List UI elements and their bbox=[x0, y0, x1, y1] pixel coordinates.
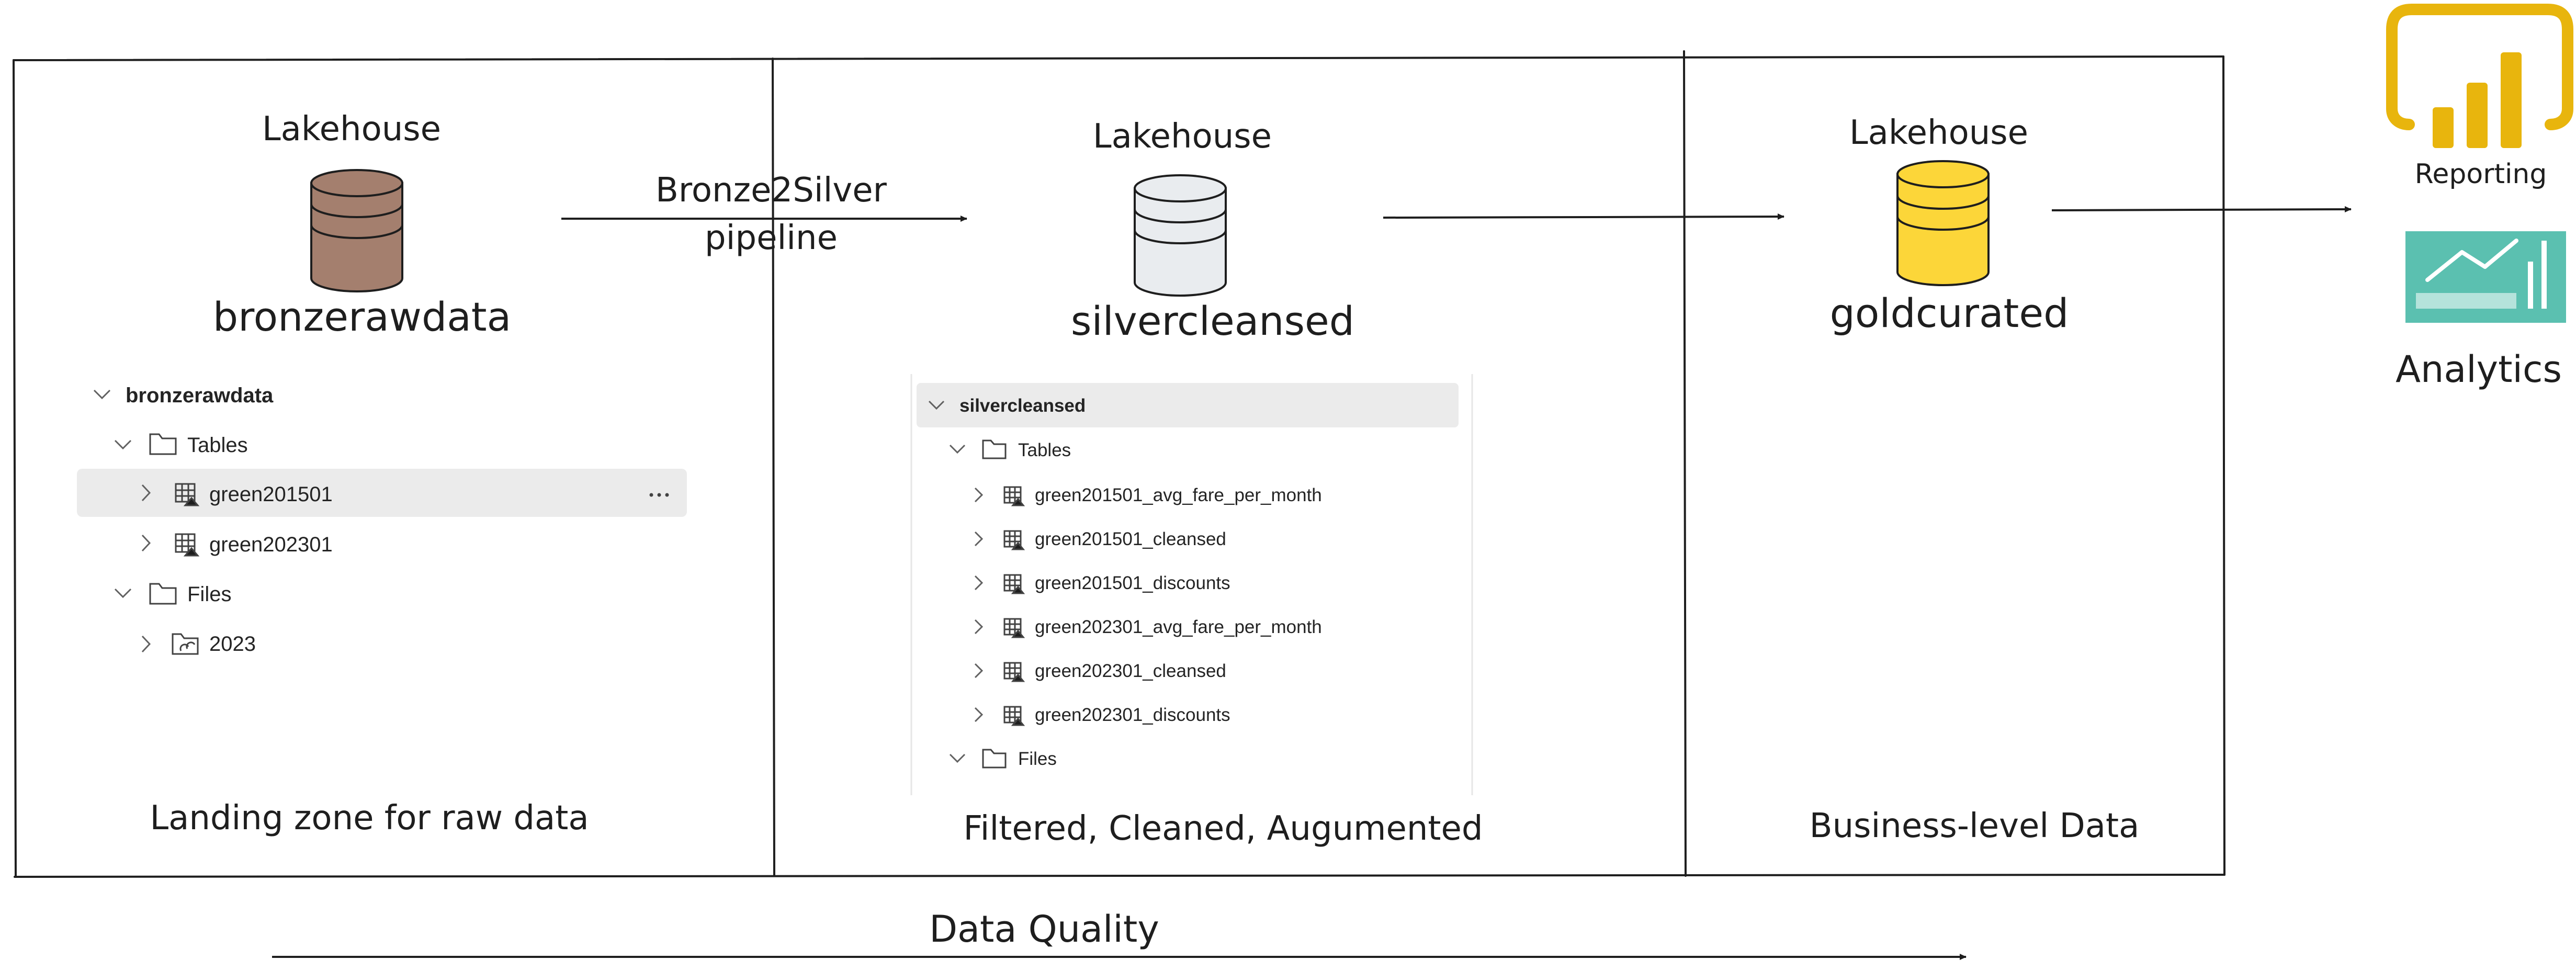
tree-table-green202301-cleansed[interactable]: green202301_cleansed bbox=[974, 661, 1226, 682]
delta-table-icon bbox=[1003, 574, 1025, 594]
tree-table-label: green201501_cleansed bbox=[1035, 529, 1226, 549]
bronze-lakehouse-title: Lakehouse bbox=[262, 110, 441, 149]
more-options-icon[interactable] bbox=[649, 493, 669, 497]
tree-table-label: green201501 bbox=[209, 483, 333, 506]
bronze-explorer-tree: bronzerawdata Tables green201501 bbox=[77, 384, 687, 656]
selected-row-highlight bbox=[917, 383, 1459, 427]
tree-table-green201501[interactable]: green201501 bbox=[77, 469, 687, 517]
tree-folder-tables[interactable]: Tables bbox=[949, 439, 1071, 460]
folder-icon bbox=[982, 439, 1007, 459]
bronze-zone: Lakehouse bronzerawdata bronzerawdata Ta… bbox=[77, 110, 687, 838]
chevron-down-icon bbox=[949, 753, 966, 763]
zones-frame bbox=[13, 50, 2225, 878]
chevron-right-icon bbox=[974, 487, 984, 503]
tree-table-green202301[interactable]: green202301 bbox=[141, 533, 333, 557]
gold-database-icon bbox=[1896, 160, 1990, 286]
delta-table-icon bbox=[1003, 486, 1025, 506]
chevron-right-icon bbox=[974, 619, 984, 635]
shortcut-folder-icon bbox=[172, 633, 199, 655]
tree-folder-label: 2023 bbox=[209, 633, 256, 656]
selected-row-highlight bbox=[77, 469, 687, 517]
silver-gold-divider bbox=[1683, 50, 1687, 877]
tree-root-bronzerawdata[interactable]: bronzerawdata bbox=[93, 384, 274, 407]
delta-table-icon bbox=[1003, 530, 1025, 550]
delta-table-icon bbox=[175, 483, 200, 506]
delta-table-icon bbox=[175, 533, 200, 557]
analytics-icon bbox=[2405, 231, 2566, 323]
bronze-lakehouse-name: bronzerawdata bbox=[213, 293, 511, 340]
folder-icon bbox=[149, 433, 177, 455]
tree-folder-tables[interactable]: Tables bbox=[114, 433, 248, 457]
tree-table-green201501-cleansed[interactable]: green201501_cleansed bbox=[974, 529, 1226, 550]
tree-table-green202301-discounts[interactable]: green202301_discounts bbox=[974, 705, 1230, 726]
tree-root-label: silvercleansed bbox=[959, 396, 1086, 416]
tree-table-label: green202301 bbox=[209, 533, 333, 556]
tree-root-label: bronzerawdata bbox=[126, 384, 274, 407]
silver-database-icon bbox=[1134, 174, 1227, 297]
folder-icon bbox=[982, 749, 1007, 769]
chevron-right-icon bbox=[141, 534, 151, 552]
chevron-right-icon bbox=[141, 484, 151, 502]
silver-zone-caption: Filtered, Cleaned, Augumented bbox=[964, 809, 1483, 848]
tree-folder-2023[interactable]: 2023 bbox=[141, 633, 256, 656]
tree-table-label: green201501_avg_fare_per_month bbox=[1035, 485, 1322, 505]
bronze-zone-caption: Landing zone for raw data bbox=[150, 799, 589, 838]
tree-table-green201501-discounts[interactable]: green201501_discounts bbox=[974, 573, 1230, 594]
tree-table-green201501-avg-fare-per-month[interactable]: green201501_avg_fare_per_month bbox=[974, 485, 1322, 506]
chevron-down-icon bbox=[93, 389, 111, 400]
reporting-label: Reporting bbox=[2415, 159, 2547, 190]
frame-top-edge bbox=[13, 55, 2224, 61]
silver-zone: Lakehouse silvercleansed silvercleansed … bbox=[910, 117, 1483, 848]
tree-table-label: green202301_cleansed bbox=[1035, 661, 1226, 681]
tree-folder-label: Tables bbox=[1018, 440, 1071, 460]
delta-table-icon bbox=[1003, 662, 1025, 682]
tree-folder-label: Files bbox=[1018, 749, 1057, 769]
explorer-pane-border bbox=[910, 374, 1473, 795]
tree-folder-label: Tables bbox=[187, 434, 248, 457]
chevron-down-icon bbox=[114, 439, 132, 450]
gold-lakehouse-title: Lakehouse bbox=[1849, 114, 2028, 152]
chevron-right-icon bbox=[974, 531, 984, 547]
tree-table-label: green202301_discounts bbox=[1035, 705, 1230, 725]
silver-explorer-tree: silvercleansed Tables green201501_avg_fa… bbox=[910, 374, 1473, 795]
tree-table-label: green201501_discounts bbox=[1035, 573, 1230, 593]
tree-table-label: green202301_avg_fare_per_month bbox=[1035, 617, 1322, 637]
gold-to-outputs-arrow bbox=[2051, 206, 2352, 213]
gold-zone-caption: Business-level Data bbox=[1810, 807, 2140, 845]
power-bi-icon bbox=[2386, 4, 2573, 148]
data-quality-indicator: Data Quality bbox=[272, 908, 1967, 960]
frame-left-edge bbox=[13, 59, 17, 877]
tree-folder-files[interactable]: Files bbox=[949, 749, 1057, 769]
pipeline-label-line1: Bronze2Silver bbox=[656, 171, 887, 210]
gold-lakehouse-name: goldcurated bbox=[1830, 290, 2069, 336]
folder-icon bbox=[149, 583, 177, 605]
outputs: Reporting Analytics bbox=[2386, 4, 2573, 391]
bronze-to-silver-pipeline: Bronze2Silver pipeline bbox=[561, 171, 967, 257]
silver-lakehouse-name: silvercleansed bbox=[1071, 298, 1354, 344]
tree-table-green202301-avg-fare-per-month[interactable]: green202301_avg_fare_per_month bbox=[974, 617, 1322, 638]
chevron-right-icon bbox=[141, 635, 151, 653]
chevron-right-icon bbox=[974, 707, 984, 722]
chevron-right-icon bbox=[974, 663, 984, 679]
pipeline-label-line2: pipeline bbox=[705, 219, 838, 257]
gold-zone: Lakehouse goldcurated Business-level Dat… bbox=[1810, 114, 2140, 845]
tree-folder-files[interactable]: Files bbox=[114, 583, 231, 606]
chevron-right-icon bbox=[974, 575, 984, 591]
silver-lakehouse-title: Lakehouse bbox=[1093, 117, 1272, 156]
silver-to-gold-arrow bbox=[1383, 213, 1784, 220]
frame-bottom-edge bbox=[14, 874, 2225, 878]
chevron-down-icon bbox=[949, 444, 966, 454]
delta-table-icon bbox=[1003, 706, 1025, 726]
tree-root-silvercleansed[interactable]: silvercleansed bbox=[917, 383, 1459, 427]
bronze-database-icon bbox=[310, 169, 403, 292]
tree-folder-label: Files bbox=[187, 583, 231, 606]
bronze-silver-divider bbox=[772, 58, 775, 877]
data-quality-label: Data Quality bbox=[929, 908, 1159, 951]
analytics-label: Analytics bbox=[2396, 348, 2562, 391]
chevron-down-icon bbox=[928, 400, 945, 410]
delta-table-icon bbox=[1003, 618, 1025, 638]
frame-right-edge bbox=[2222, 55, 2225, 876]
chevron-down-icon bbox=[114, 588, 132, 599]
